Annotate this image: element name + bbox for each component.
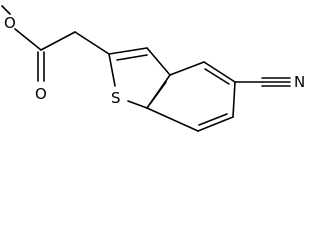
nitrile-nitrogen-label: N: [294, 73, 305, 91]
bond-c4-c5-double-inner: [204, 68, 230, 85]
bond-c6-to-c7: [197, 116, 234, 132]
methyl-oxygen-label: O: [4, 14, 16, 32]
bond-oxygen-to-carbonyl-carbon: [14, 28, 42, 51]
bond-carbonyl-to-methylene: [40, 31, 76, 51]
bond-c5-to-c6: [232, 81, 236, 118]
bond-sulfur-to-c7a: [127, 100, 148, 109]
bond-c2-to-c3: [108, 47, 148, 55]
ring-sulfur-label: S: [111, 89, 121, 107]
bond-c2-to-sulfur: [108, 53, 116, 87]
chemical-structure-diagram: O O S N: [1, 5, 305, 132]
bond-methyl-to-oxygen: [1, 5, 11, 15]
carbonyl-oxygen-label: O: [35, 85, 47, 103]
bond-c3-to-c3a: [146, 47, 171, 76]
bond-c4-to-c5: [203, 61, 236, 83]
bond-c2-c3-double-inner: [116, 54, 148, 61]
bond-c3a-to-c4: [169, 61, 205, 76]
bond-c6-c7-double-inner: [198, 113, 228, 126]
bond-c3a-c7a-double-inner: [149, 81, 167, 105]
bond-c7-to-c7a: [146, 107, 199, 132]
bond-methylene-to-c2: [74, 31, 110, 55]
